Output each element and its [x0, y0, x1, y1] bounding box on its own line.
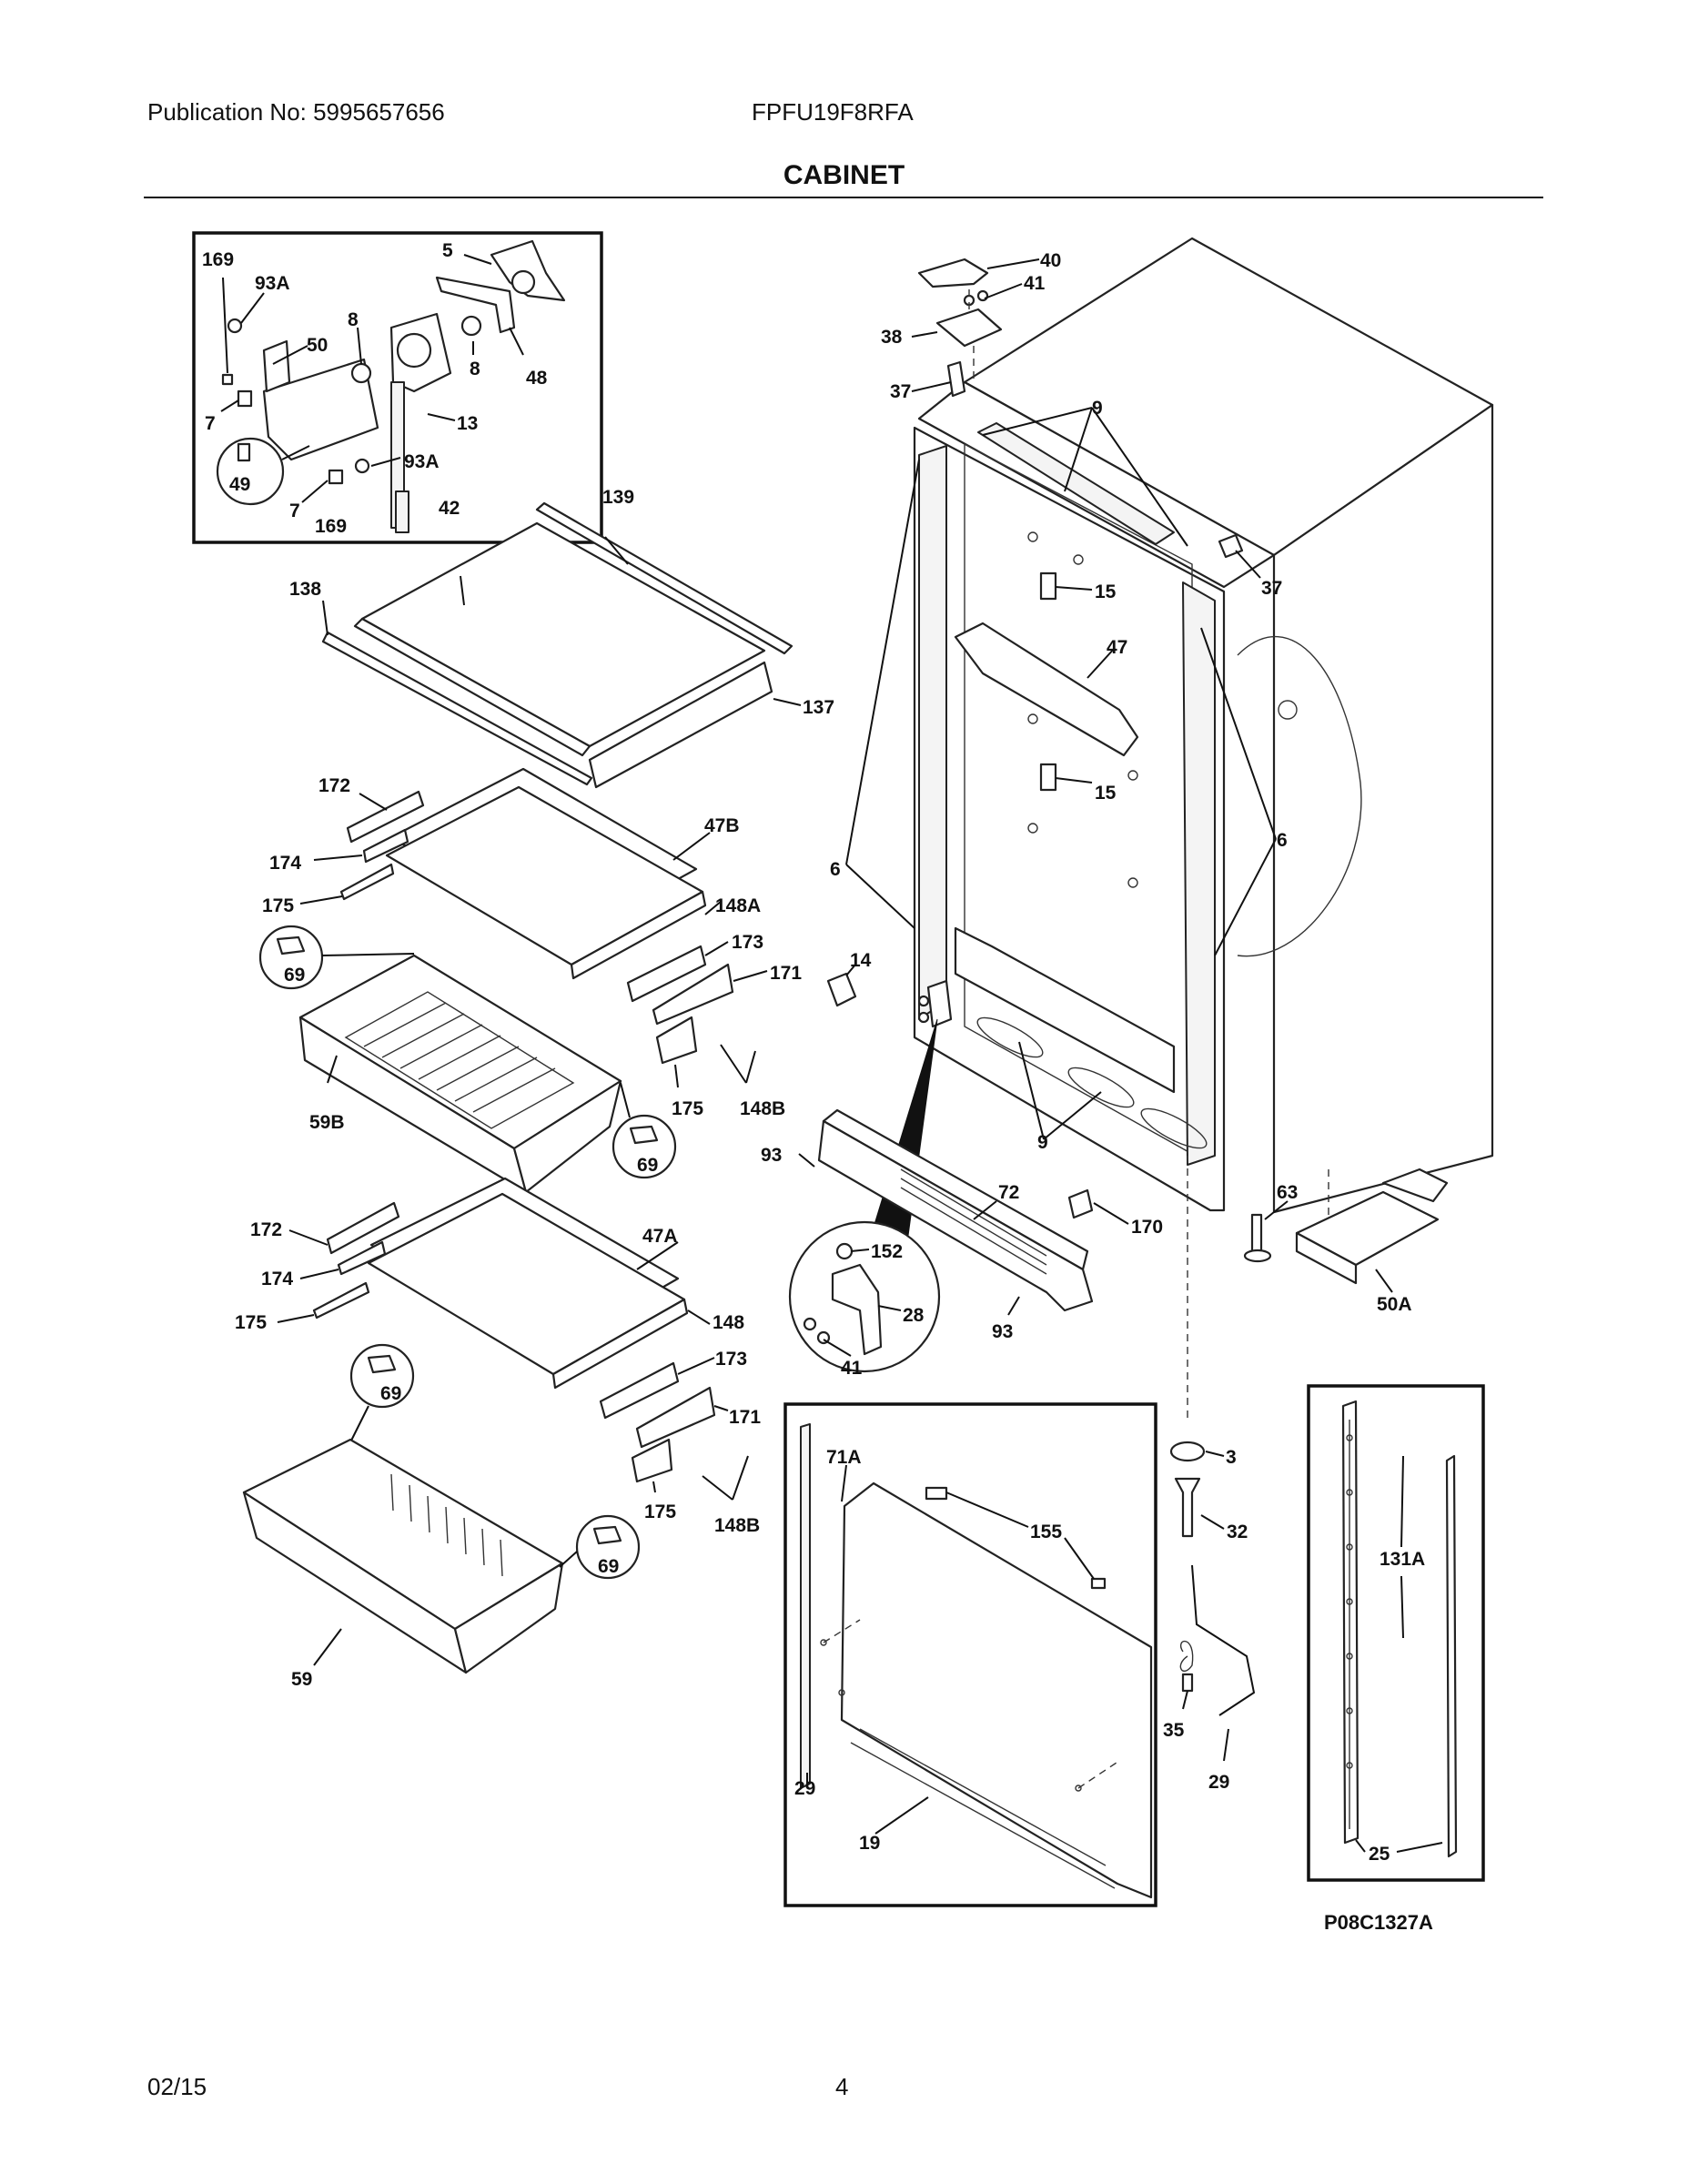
- callout-155: 155: [1030, 1522, 1062, 1542]
- callout-41: 41: [1024, 273, 1046, 294]
- callout-15: 15: [1095, 783, 1117, 804]
- callout-47: 47: [1107, 637, 1127, 658]
- callout-172: 172: [318, 775, 350, 796]
- callout-137: 137: [803, 697, 834, 718]
- callout-148a: 148A: [715, 895, 761, 916]
- callout-173: 173: [715, 1349, 747, 1370]
- callout-148: 148: [713, 1312, 744, 1333]
- callout-49: 49: [229, 474, 250, 495]
- callout-29: 29: [1208, 1772, 1229, 1793]
- callout-25: 19: [859, 1833, 880, 1854]
- callout-50a: 50A: [1377, 1294, 1412, 1315]
- callout-72: 72: [998, 1182, 1019, 1203]
- callout-69: 69: [284, 965, 305, 986]
- callout-7: 7: [289, 500, 300, 521]
- refrigerator-cabinet: [845, 237, 1494, 1420]
- upper-crisper-cover: [299, 767, 768, 1088]
- drain-assembly: [1169, 1441, 1256, 1762]
- callout-169: 169: [202, 249, 234, 270]
- page-title: CABINET: [783, 160, 905, 190]
- callout-6: 6: [830, 859, 841, 880]
- leveler-and-water-box: [1243, 1168, 1449, 1293]
- callout-69: 69: [380, 1383, 401, 1404]
- callout-138: 138: [289, 579, 321, 600]
- callout-50: 50: [307, 335, 328, 356]
- callout-35: 35: [1163, 1720, 1185, 1741]
- callout-37: 37: [890, 381, 911, 402]
- callout-7: 7: [205, 413, 216, 434]
- callout-3: 3: [1226, 1447, 1237, 1468]
- inset-door-panel: [783, 1402, 1157, 1907]
- callout-69: 69: [637, 1155, 658, 1176]
- lower-crisper-cover: [277, 1177, 749, 1501]
- callout-175: 175: [262, 895, 294, 916]
- callout-14: 14: [850, 950, 872, 971]
- upper-glass-shelf: [321, 501, 802, 789]
- callout-59: 59: [291, 1669, 312, 1690]
- page-number: 4: [835, 2073, 849, 2100]
- callout-173: 173: [732, 932, 763, 953]
- callout-38: 38: [881, 327, 903, 348]
- callout-152: 152: [871, 1241, 903, 1262]
- callout-93: 93: [761, 1145, 782, 1166]
- callout-171: 171: [729, 1407, 761, 1428]
- callout-175: 175: [644, 1502, 676, 1522]
- callout-63: 63: [1277, 1182, 1298, 1203]
- callout-41: 41: [841, 1358, 863, 1379]
- figure-code: P08C1327A: [1324, 1911, 1433, 1934]
- header-rule: [144, 197, 1543, 198]
- callout-42: 42: [439, 498, 460, 519]
- crisper-drawer-upper: [258, 925, 677, 1194]
- callout-171: 171: [770, 963, 802, 984]
- inset-shelf-standards: [1307, 1384, 1485, 1882]
- callout-6: 6: [1277, 830, 1288, 851]
- callout-71a: 71A: [826, 1447, 862, 1468]
- callout-148b: 148B: [740, 1098, 785, 1119]
- callout-40: 40: [1040, 250, 1061, 271]
- model-number: FPFU19F8RFA: [752, 98, 914, 126]
- callout-48: 48: [526, 368, 548, 389]
- callout-9: 9: [1037, 1132, 1048, 1153]
- callout-174: 174: [261, 1269, 293, 1289]
- callout-169: 169: [315, 516, 347, 537]
- callout-15: 15: [1095, 581, 1117, 602]
- callout-47b: 47B: [704, 815, 740, 836]
- callout-28: 28: [903, 1305, 925, 1326]
- callout-93a: 93A: [255, 273, 290, 294]
- callout-32: 32: [1227, 1522, 1248, 1542]
- callout-13: 13: [457, 413, 478, 434]
- callout-47a: 47A: [642, 1226, 678, 1247]
- callout-8: 8: [470, 359, 480, 379]
- toe-grille: [798, 1108, 1129, 1316]
- callout-59b: 59B: [309, 1112, 345, 1133]
- freezer-basket: [242, 1343, 641, 1674]
- callout-172: 172: [250, 1219, 282, 1240]
- callout-9: 9: [1092, 398, 1103, 419]
- callout-175: 175: [235, 1312, 267, 1333]
- callout-139: 139: [602, 487, 634, 508]
- callout-69: 69: [598, 1556, 619, 1577]
- inset-fan-assembly: [192, 231, 603, 544]
- publication-number: Publication No: 5995657656: [147, 98, 445, 126]
- callout-5: 5: [442, 240, 453, 261]
- footer-date: 02/15: [147, 2073, 207, 2100]
- callout-93: 93: [992, 1321, 1013, 1342]
- callout-174: 174: [269, 853, 301, 874]
- callout-19: 29: [794, 1778, 815, 1799]
- callout-93a: 93A: [404, 451, 440, 472]
- callout-37: 37: [1261, 578, 1282, 599]
- callout-175: 175: [672, 1098, 703, 1119]
- callout-148b: 148B: [714, 1515, 760, 1536]
- callout-131: 25: [1369, 1844, 1390, 1865]
- callout-131a: 131A: [1380, 1549, 1425, 1570]
- callout-8: 8: [348, 309, 359, 330]
- callout-170: 170: [1131, 1217, 1163, 1238]
